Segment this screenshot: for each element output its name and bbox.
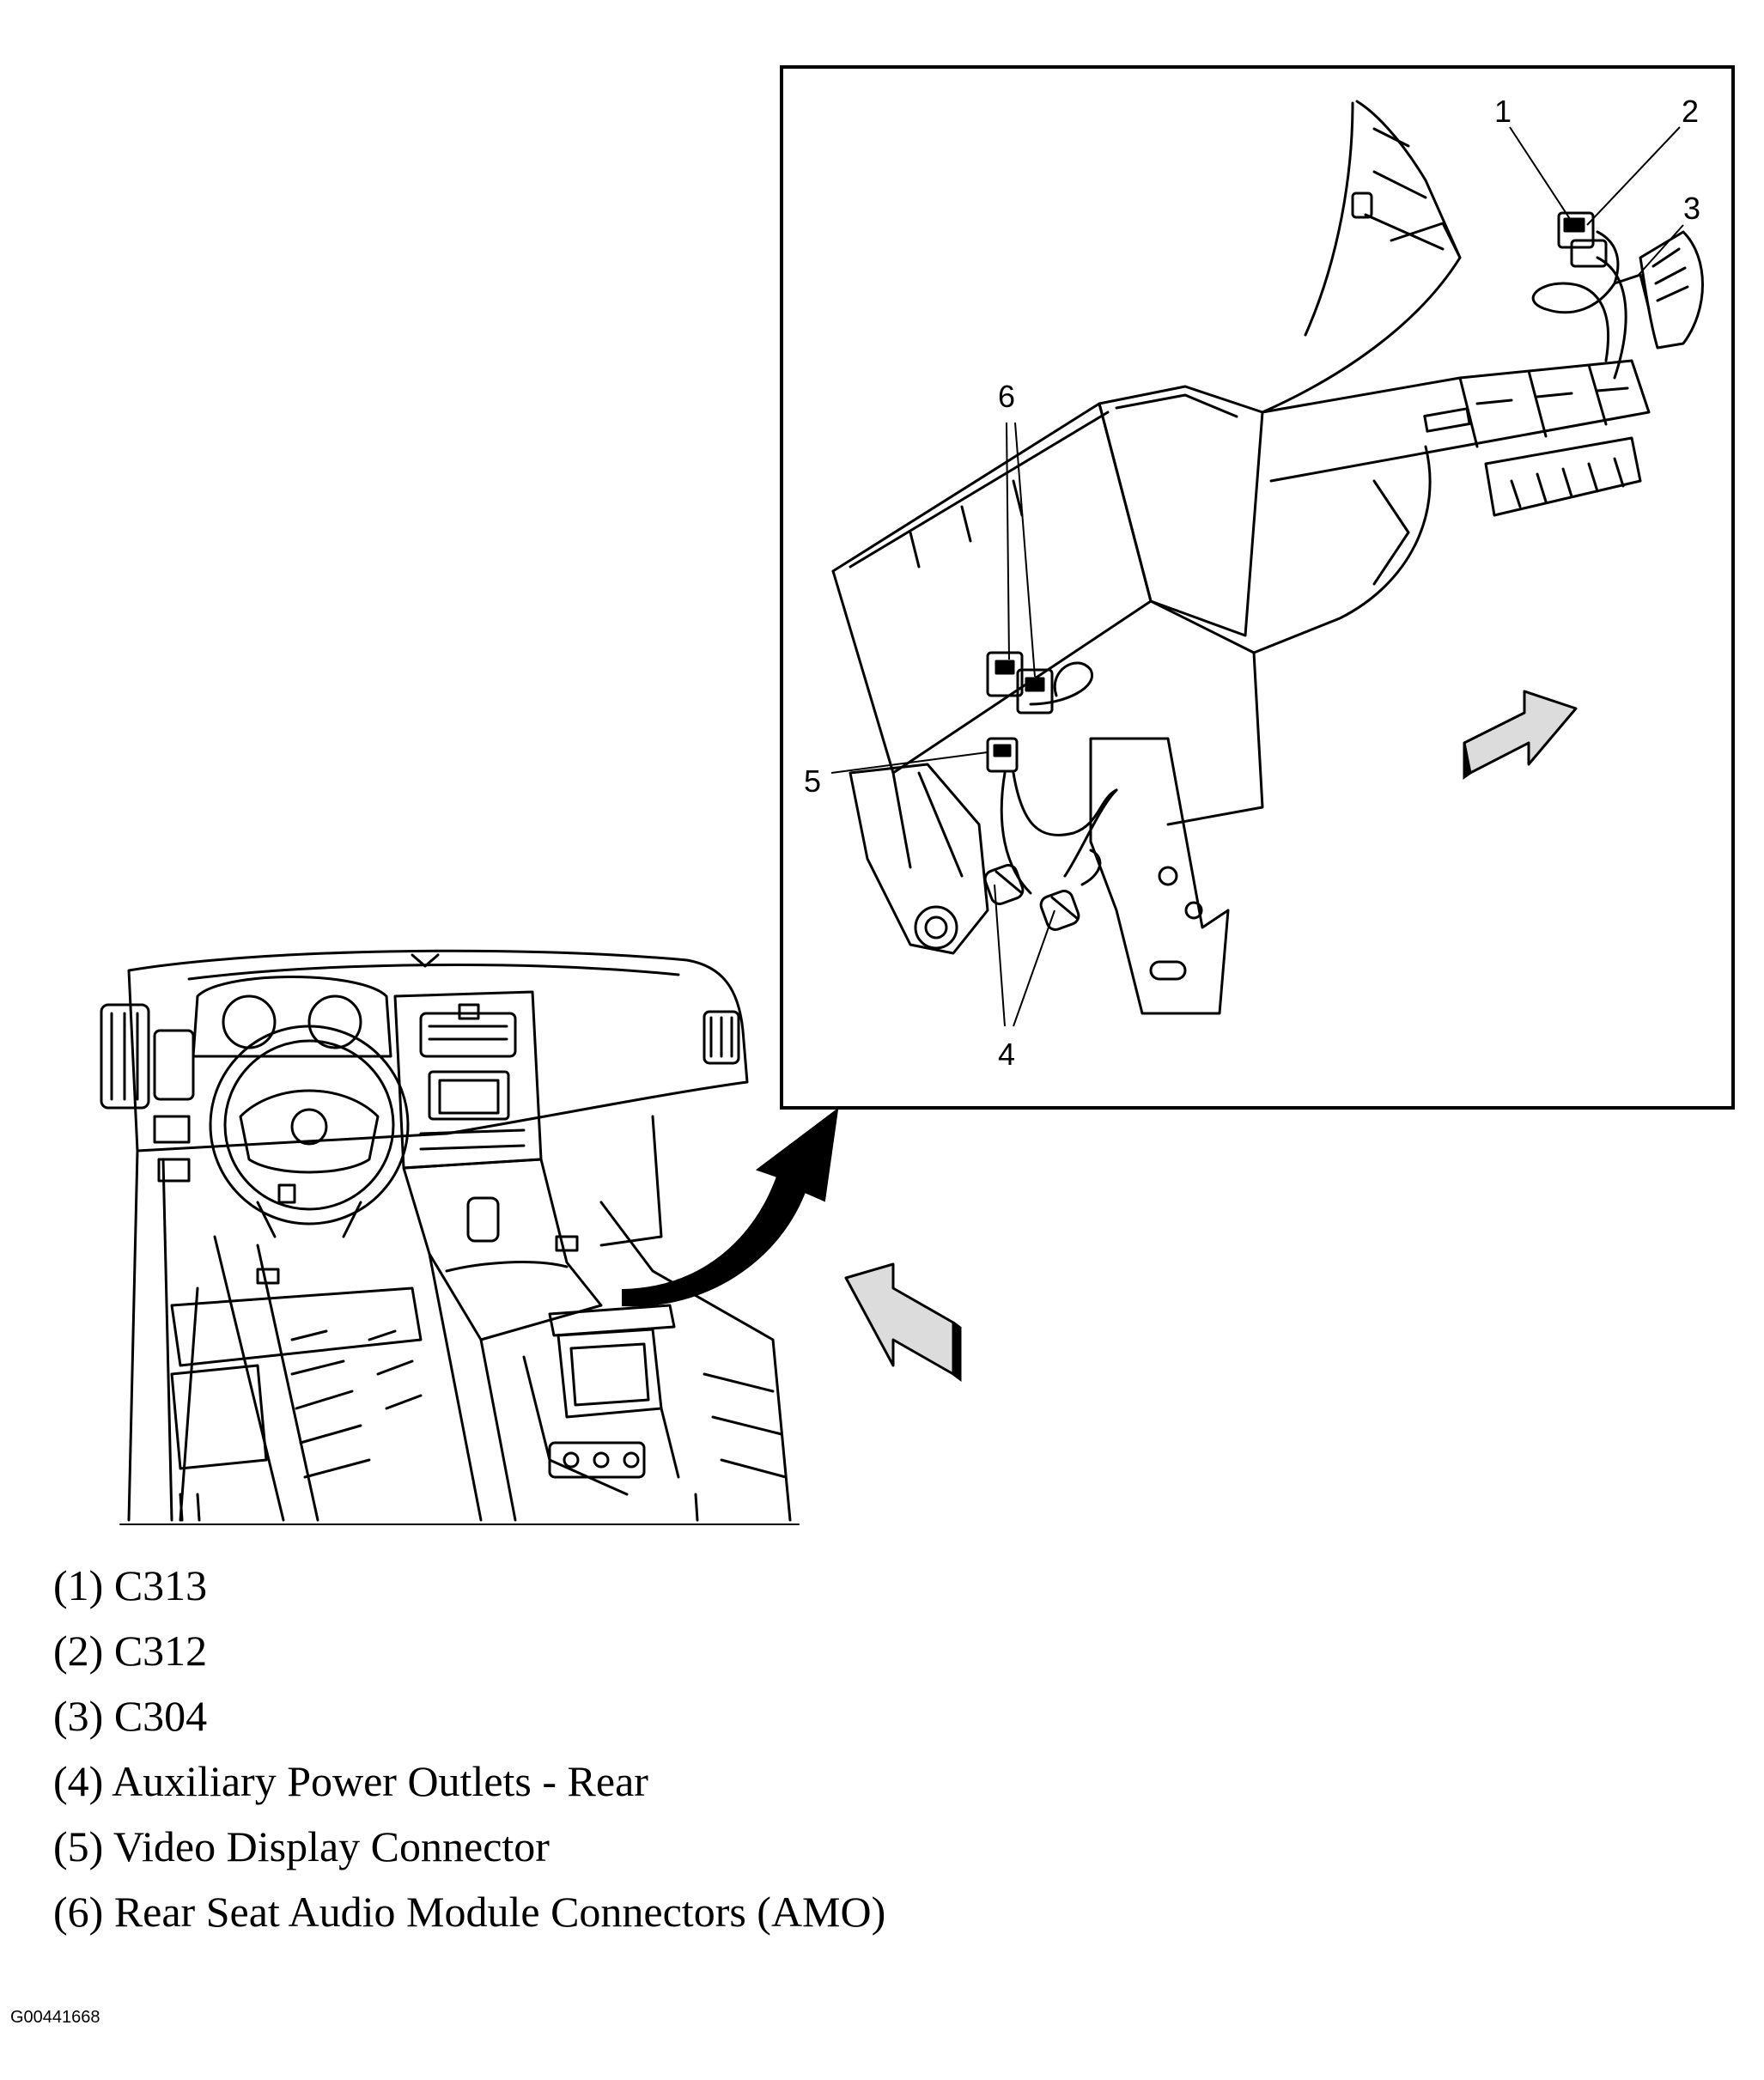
legend-item-text: Rear Seat Audio Module Connectors (AMO)	[113, 1888, 886, 1936]
legend-item: (2) C312	[53, 1618, 1341, 1683]
callout-5: 5	[804, 763, 821, 799]
console-bracket-harness-detail	[831, 100, 1704, 1015]
detail-view-frame	[780, 65, 1735, 1110]
legend-item-text: C304	[113, 1692, 208, 1740]
legend-item-number: (2)	[53, 1627, 104, 1675]
callout-4: 4	[998, 1037, 1015, 1072]
legend-item: (1) C313	[53, 1553, 1341, 1618]
legend-item-text: C313	[113, 1561, 208, 1609]
view-direction-arrow-icon	[1463, 690, 1578, 780]
callout-6: 6	[998, 379, 1015, 414]
zoom-detail-arrow-icon	[622, 1107, 839, 1307]
legend-item-number: (5)	[53, 1822, 104, 1870]
legend-item-text: Auxiliary Power Outlets - Rear	[112, 1757, 648, 1805]
legend-item-number: (3)	[53, 1692, 104, 1740]
callout-3: 3	[1683, 191, 1700, 226]
legend-list: (1) C313 (2) C312 (3) C304 (4) Auxiliary…	[53, 1553, 1341, 1944]
legend-item-number: (1)	[53, 1561, 104, 1609]
legend-item: (4) Auxiliary Power Outlets - Rear	[53, 1749, 1341, 1814]
legend-item-number: (4)	[53, 1757, 104, 1805]
callout-2: 2	[1682, 94, 1699, 129]
callout-1: 1	[1494, 94, 1512, 129]
legend-item-number: (6)	[53, 1888, 104, 1936]
legend-item-text: C312	[113, 1627, 208, 1675]
legend-item: (6) Rear Seat Audio Module Connectors (A…	[53, 1879, 1341, 1944]
legend-item-text: Video Display Connector	[113, 1822, 550, 1870]
callout-leader-lines	[830, 126, 1684, 1027]
vehicle-interior-overview	[100, 949, 800, 1525]
legend-item: (3) C304	[53, 1683, 1341, 1749]
legend-item: (5) Video Display Connector	[53, 1814, 1341, 1879]
figure-id: G00441668	[10, 2008, 100, 2027]
component-locator-diagram: 1 2 3 6 5 4	[100, 65, 1735, 1525]
view-direction-arrow-icon	[844, 1262, 962, 1382]
